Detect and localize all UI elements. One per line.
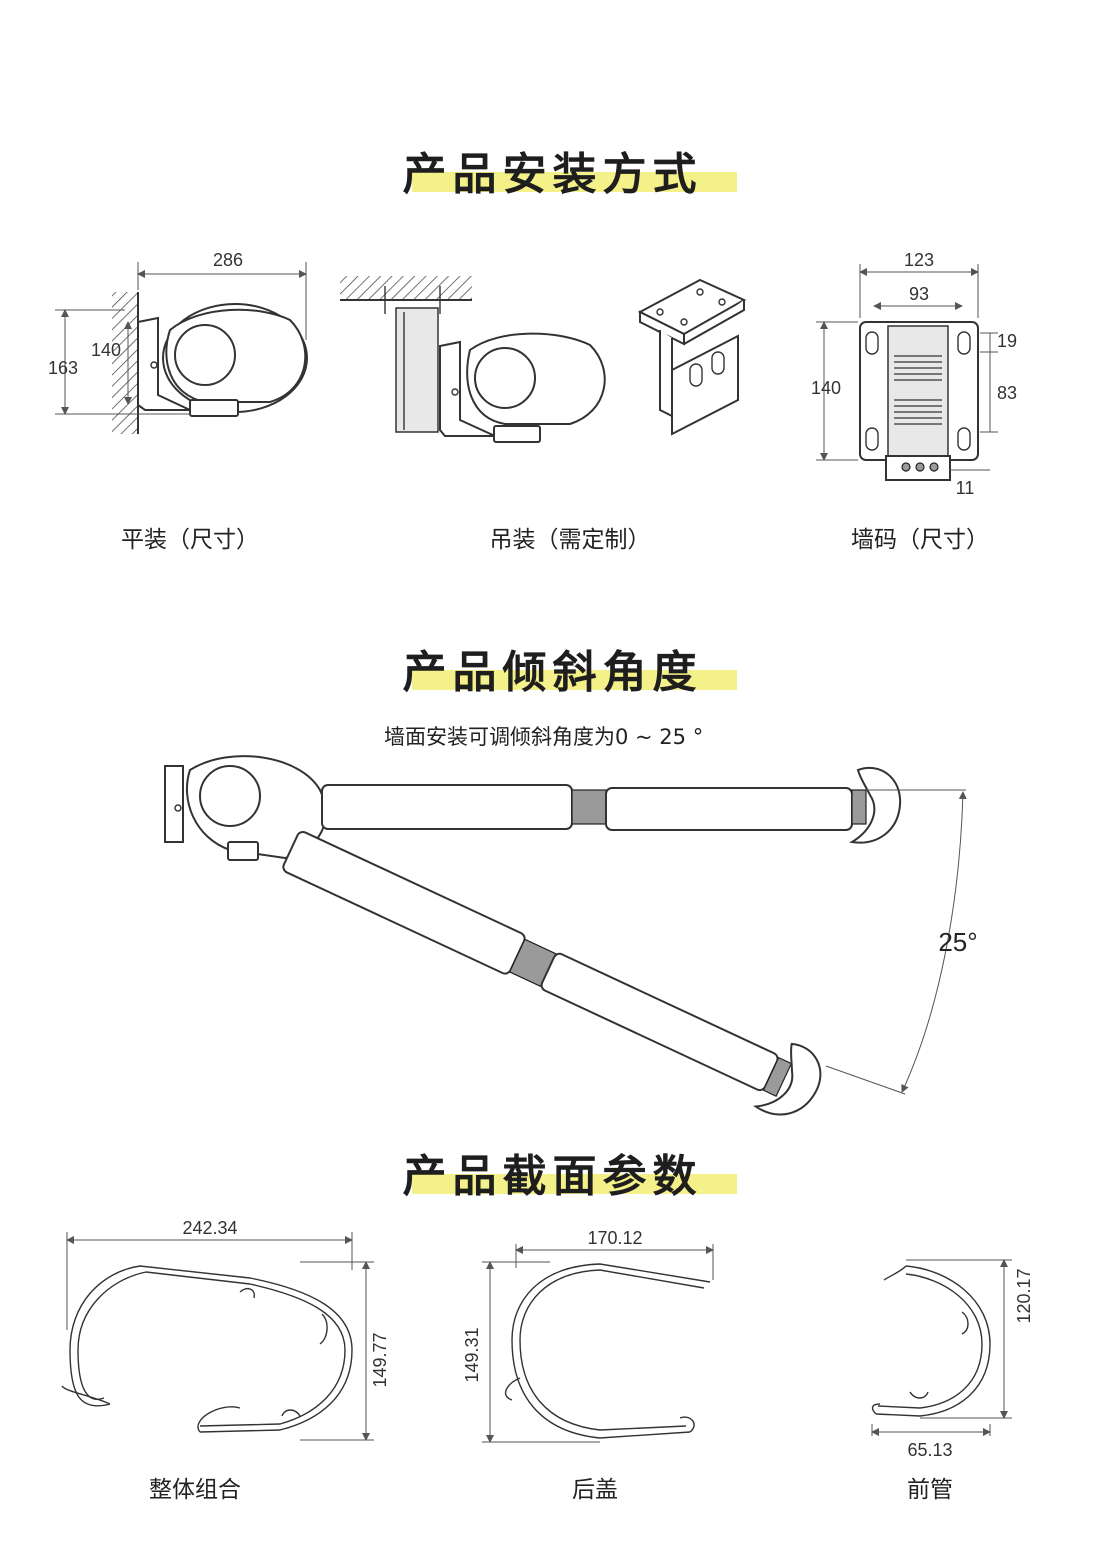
- front-profile-caption: 前管: [907, 1477, 953, 1503]
- wall-bracket-caption: 墙码（尺寸）: [851, 527, 989, 553]
- profile-whole-drawing: 242.34 149.77: [61, 1218, 390, 1441]
- title-highlight: [412, 1174, 737, 1194]
- back-profile-caption: 后盖: [572, 1477, 618, 1503]
- profile-back-drawing: 170.12 149.31: [462, 1228, 714, 1443]
- profile-front-drawing: 120.17 65.13: [871, 1259, 1034, 1460]
- hang-install-drawing: [340, 276, 747, 443]
- title-highlight: [412, 670, 737, 690]
- whole-width-dim: 242.34: [182, 1218, 237, 1238]
- front-height-dim: 120.17: [1014, 1268, 1034, 1323]
- profile-title: 产品截面参数: [402, 1151, 703, 1202]
- section-title-install: 产品安装方式: [0, 138, 1105, 202]
- whole-height-dim: 149.77: [370, 1332, 390, 1387]
- hang-install-caption: 吊装（需定制）: [489, 527, 651, 553]
- tilt-note: 墙面安装可调倾斜角度为0 ~ 25 °: [384, 725, 704, 749]
- back-height-dim: 149.31: [462, 1327, 482, 1382]
- section-title-tilt: 产品倾斜角度: [0, 636, 1105, 700]
- tilt-diagram: 25°: [164, 755, 978, 1116]
- back-width-dim: 170.12: [587, 1228, 642, 1248]
- bracket-bottom-dim: 11: [956, 478, 975, 498]
- flat-inner-dim: 140: [91, 340, 121, 360]
- flat-install-caption: 平装（尺寸）: [121, 527, 259, 553]
- bracket-height-dim: 140: [811, 378, 841, 398]
- tilt-angle-label: 25°: [938, 927, 977, 957]
- tilt-title: 产品倾斜角度: [402, 647, 703, 698]
- bracket-inner-dim: 93: [909, 284, 929, 304]
- section-title-profile: 产品截面参数: [0, 1140, 1105, 1204]
- flat-height-dim: 163: [48, 358, 78, 378]
- flat-install-drawing: 286 163 140: [48, 250, 308, 434]
- bracket-outer-dim: 123: [904, 250, 934, 270]
- wall-bracket-drawing: 123 93 140 19 83 11: [811, 250, 1017, 498]
- whole-profile-caption: 整体组合: [149, 1477, 241, 1503]
- front-width-dim: 65.13: [907, 1440, 952, 1460]
- title-highlight: [412, 172, 737, 192]
- flat-width-dim: 286: [213, 250, 243, 270]
- install-title: 产品安装方式: [402, 149, 703, 200]
- bracket-mid-dim: 83: [997, 383, 1017, 403]
- bracket-top-dim: 19: [997, 331, 1017, 351]
